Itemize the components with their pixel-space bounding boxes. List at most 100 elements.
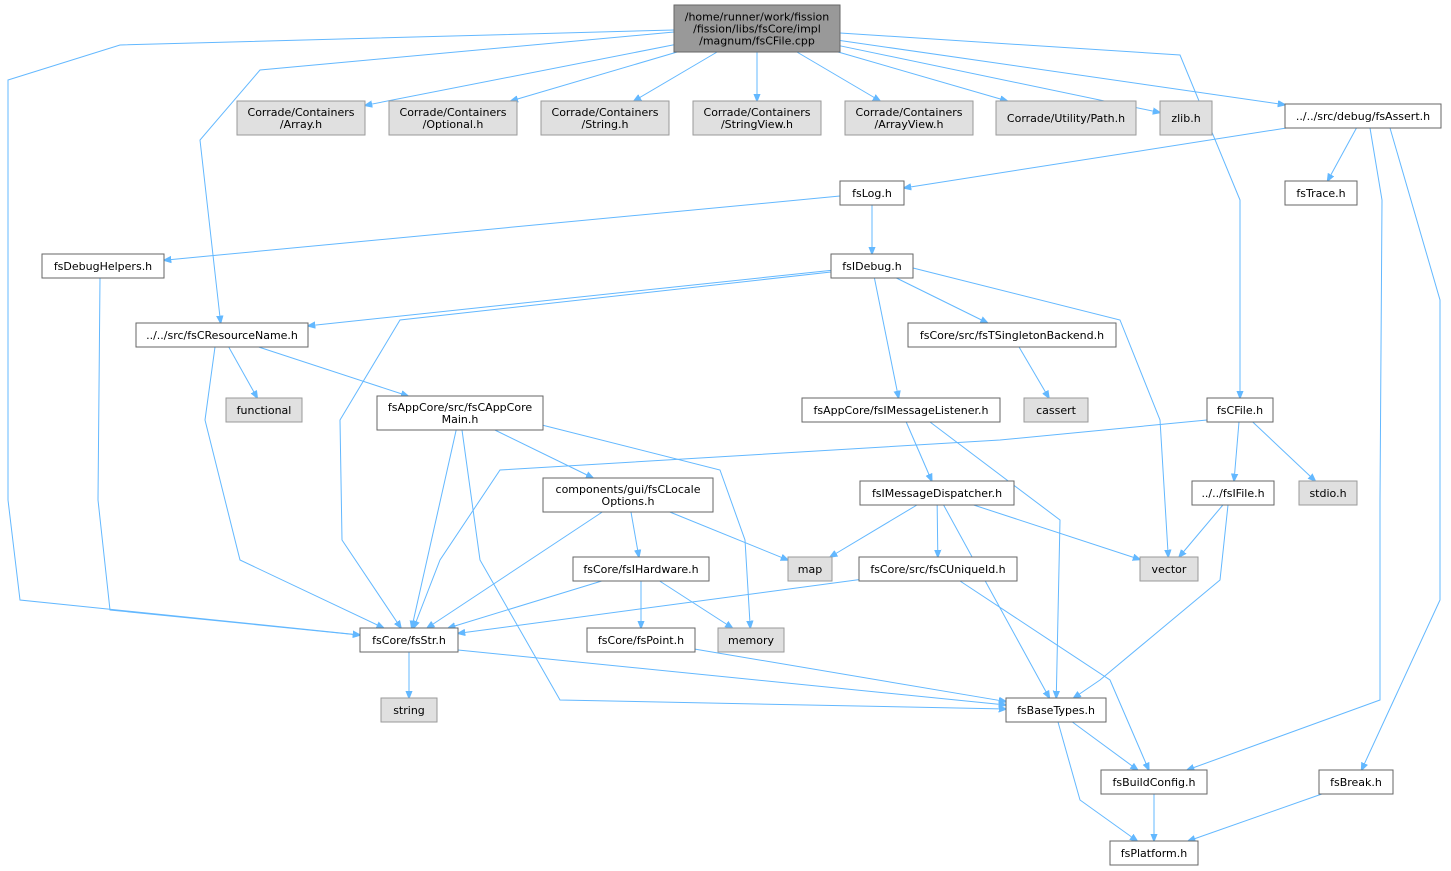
edge-appcore-to-memory (529, 421, 750, 628)
node-box (236, 100, 366, 136)
node-box (1298, 480, 1358, 506)
node-box (1159, 100, 1213, 136)
node-box (135, 322, 309, 348)
edge-idebug-to-msglist (873, 277, 898, 398)
node-box (858, 556, 1018, 582)
node-cfile[interactable]: fsCFile.h (1206, 397, 1274, 423)
edge-idebug-to-fsstr (339, 271, 832, 628)
node-layer: /home/runner/work/fission/fission/libs/f… (41, 4, 1442, 866)
edge-idebug-to-resname (308, 269, 832, 326)
node-msgdisp[interactable]: fsIMessageDispatcher.h (859, 480, 1015, 506)
node-sv: Corrade/Containers/StringView.h (692, 100, 822, 136)
node-box (359, 627, 459, 653)
node-box (540, 100, 670, 136)
edge-ifile-to-vector (1179, 504, 1224, 557)
node-box (907, 322, 1117, 348)
node-label: fsPlatform.h (1121, 847, 1187, 860)
node-hardware[interactable]: fsCore/fsIHardware.h (572, 556, 710, 582)
edge-break-to-platform (1188, 793, 1323, 841)
edge-root-to-fsstr (7, 29, 675, 635)
node-box (1284, 103, 1442, 129)
node-box (1100, 769, 1208, 795)
node-label: fsTrace.h (1296, 187, 1345, 200)
node-box (1139, 556, 1199, 582)
node-idebug[interactable]: fsIDebug.h (830, 253, 914, 279)
node-trace[interactable]: fsTrace.h (1284, 180, 1358, 206)
node-basetypes[interactable]: fsBaseTypes.h (1005, 697, 1107, 723)
node-uniqueid[interactable]: fsCore/src/fsCUniqueId.h (858, 556, 1018, 582)
node-root: /home/runner/work/fission/fission/libs/f… (673, 4, 841, 53)
node-label: components/gui/fsCLocale (556, 483, 701, 496)
node-label: fsLog.h (852, 187, 892, 200)
node-path: Corrade/Utility/Path.h (995, 100, 1137, 136)
node-resname[interactable]: ../../src/fsCResourceName.h (135, 322, 309, 348)
node-box (801, 397, 1001, 423)
node-box (1109, 840, 1199, 866)
node-zlib: zlib.h (1159, 100, 1213, 136)
node-label: fsIDebug.h (842, 260, 902, 273)
node-label: vector (1152, 563, 1187, 576)
edge-root-to-opt (511, 51, 678, 101)
node-label: ../../fsIFile.h (1201, 487, 1264, 500)
node-box (586, 627, 696, 653)
node-label: fsBuildConfig.h (1113, 776, 1196, 789)
node-point[interactable]: fsCore/fsPoint.h (586, 627, 696, 653)
node-functional: functional (225, 397, 303, 423)
edge-uniqueid-to-buildcfg (959, 580, 1149, 770)
edge-msglist-to-msgdisp (905, 421, 932, 481)
edge-cfile-to-fsstr (414, 419, 1208, 628)
node-label: ../../src/fsCResourceName.h (146, 329, 298, 342)
edge-layer (7, 29, 1441, 841)
node-box (41, 253, 165, 279)
node-label: Main.h (442, 413, 479, 426)
node-label: ../../src/debug/fsAssert.h (1296, 110, 1430, 123)
edge-appcore-to-basetypes (461, 429, 1006, 709)
node-break[interactable]: fsBreak.h (1318, 769, 1394, 795)
node-label: stdio.h (1309, 487, 1346, 500)
node-fsstr[interactable]: fsCore/fsStr.h (359, 627, 459, 653)
node-label: fsDebugHelpers.h (54, 260, 152, 273)
node-ifile[interactable]: ../../fsIFile.h (1191, 480, 1275, 506)
node-buildcfg[interactable]: fsBuildConfig.h (1100, 769, 1208, 795)
node-opt: Corrade/Containers/Optional.h (388, 100, 518, 136)
edge-root-to-resname (199, 31, 675, 323)
node-label: memory (728, 634, 774, 647)
node-box (995, 100, 1137, 136)
node-assert[interactable]: ../../src/debug/fsAssert.h (1284, 103, 1442, 129)
edge-root-to-path (837, 51, 1007, 101)
node-platform[interactable]: fsPlatform.h (1109, 840, 1199, 866)
edge-resname-to-fsstr (204, 346, 384, 628)
edge-msgdisp-to-vector (973, 504, 1140, 560)
node-label: fsCore/fsPoint.h (598, 634, 684, 647)
node-box (717, 627, 785, 653)
node-label: fsAppCore/fsIMessageListener.h (813, 404, 988, 417)
edge-idebug-to-singleton (896, 277, 987, 323)
edge-singleton-to-cassert (1018, 346, 1049, 398)
node-label: /ArrayView.h (875, 118, 944, 131)
edge-locale-to-hardware (630, 511, 639, 557)
node-arr: Corrade/Containers/Array.h (236, 100, 366, 136)
node-dbghelp[interactable]: fsDebugHelpers.h (41, 253, 165, 279)
node-msglist[interactable]: fsAppCore/fsIMessageListener.h (801, 397, 1001, 423)
node-label: Corrade/Containers (400, 106, 507, 119)
edge-msgdisp-to-uniqueid (937, 504, 938, 557)
node-singleton[interactable]: fsCore/src/fsTSingletonBackend.h (907, 322, 1117, 348)
node-vector: vector (1139, 556, 1199, 582)
edge-basetypes-to-platform (1057, 721, 1137, 841)
edge-root-to-str (634, 51, 718, 101)
node-label: /fission/libs/fsCore/impl (693, 23, 821, 36)
node-label: fsCFile.h (1217, 404, 1263, 417)
edge-root-to-assert (839, 39, 1285, 104)
node-label: fsCore/src/fsTSingletonBackend.h (920, 329, 1104, 342)
node-memory: memory (717, 627, 785, 653)
edge-assert-to-trace (1328, 127, 1357, 181)
edge-resname-to-functional (228, 346, 258, 398)
edge-idebug-to-vector (912, 267, 1168, 557)
node-log[interactable]: fsLog.h (839, 180, 905, 206)
edge-point-to-basetypes (694, 648, 1006, 701)
node-box (839, 180, 905, 206)
node-label: /magnum/fsCFile.cpp (699, 35, 815, 48)
node-box (1318, 769, 1394, 795)
